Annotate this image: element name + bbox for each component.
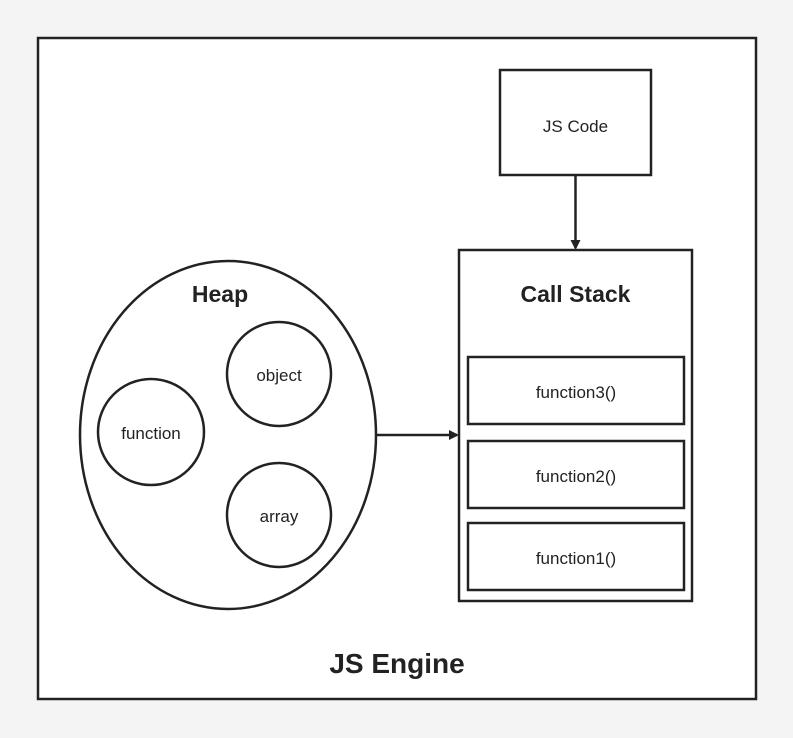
call-stack-frame-3-label: function3(): [536, 383, 616, 402]
heap-item-array: [225, 461, 333, 569]
heap-item-array-label: array: [260, 507, 299, 526]
js-code-label: JS Code: [543, 117, 608, 136]
call-stack-frame-2: [466, 439, 686, 510]
call-stack-title: Call Stack: [521, 281, 631, 307]
call-stack-frame-1: [466, 521, 686, 592]
heap-item-object: [225, 320, 333, 428]
js-engine-label: JS Engine: [329, 648, 464, 679]
heap-title: Heap: [192, 281, 248, 307]
heap-item-function-label: function: [121, 424, 181, 443]
heap-item-object-label: object: [256, 366, 302, 385]
call-stack-frame-2-label: function2(): [536, 467, 616, 486]
call-stack-frame-1-label: function1(): [536, 549, 616, 568]
heap-item-function: [96, 377, 206, 487]
call-stack-frame-3: [466, 355, 686, 426]
js-code-box: [498, 68, 653, 177]
